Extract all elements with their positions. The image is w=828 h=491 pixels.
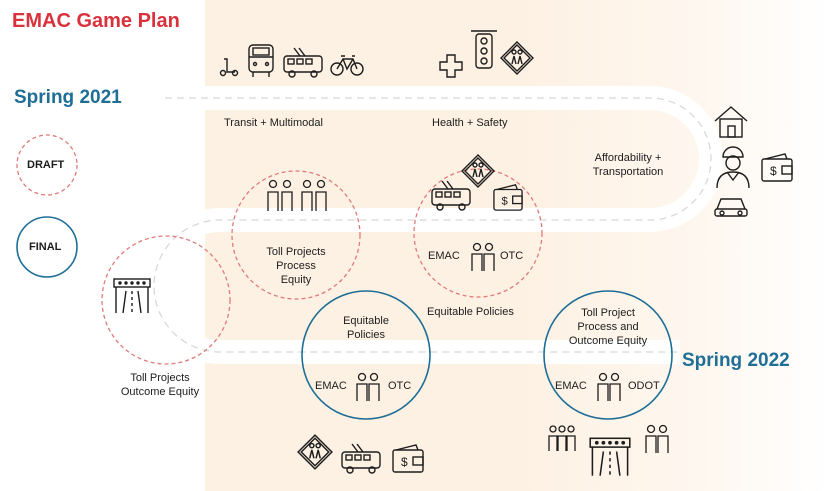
stop-odot-label: ODOT [628,380,660,392]
people-icon [353,372,383,402]
final-legend-circle [16,216,78,278]
toll-gate-icon [588,436,632,478]
medical-cross-icon [438,53,464,79]
stop-emac-label: EMAC [315,380,347,392]
trolleybus-icon [340,443,382,475]
svg-text:$: $ [501,196,508,208]
scooter-icon [218,56,240,78]
toll-gate-icon [112,277,152,315]
house-icon [713,105,749,139]
stop-emac-label: EMAC [428,250,460,262]
stop-otc-label: OTC [500,250,524,262]
stop-process-line3: Equity [280,274,312,286]
people-icon [642,424,672,454]
final-circle-toll [543,290,673,420]
people-group-icon [265,178,329,212]
pedestrian-sign-icon [296,433,334,471]
trolleybus-icon [430,180,472,212]
topic-health: Health + Safety [432,117,508,129]
people-group-icon [546,424,578,452]
spring-2021-label: Spring 2021 [14,87,122,108]
svg-text:$: $ [401,455,408,469]
trolleybus-icon [282,47,324,79]
wallet-icon: $ [492,182,524,212]
bus-icon [246,43,276,79]
topic-affordability-line2: Transportation [592,166,664,178]
topic-transit: Transit + Multimodal [224,117,323,129]
legend-draft-label: DRAFT [27,159,65,171]
stop-policies-final-line1: Equitable [343,315,389,327]
stop-otc-label: OTC [388,380,412,392]
draft-legend-circle [16,134,78,196]
legend-final-label: FINAL [29,241,62,253]
stop-outcome-line1: Toll Projects [130,372,190,384]
wallet-icon: $ [760,151,794,183]
topic-affordability-line1: Affordability + [594,152,662,164]
stop-process-line1: Toll Projects [266,246,326,258]
stop-final-toll-line2: Process and [577,321,639,333]
worker-icon [713,145,753,189]
traffic-light-icon [470,27,498,73]
page-title: EMAC Game Plan [12,10,180,32]
bicycle-icon [330,52,364,78]
stop-final-toll-line1: Toll Project [581,307,635,319]
car-icon [713,194,749,220]
draft-circle-process [231,170,361,300]
final-circle-policies [301,290,431,420]
draft-circle-outcome [101,235,231,365]
pedestrian-sign-icon [460,153,496,189]
svg-text:$: $ [770,164,777,178]
people-icon [468,242,498,272]
stop-outcome-line2: Outcome Equity [120,386,200,398]
pedestrian-sign-icon [499,40,535,76]
stop-process-line2: Process [276,260,316,272]
people-icon [594,372,624,402]
stop-emac-label: EMAC [555,380,587,392]
stop-policies-final-line2: Policies [347,329,385,341]
draft-circle-policies [413,168,543,298]
stop-policies-draft-label: Equitable Policies [427,306,514,318]
stop-final-toll-line3: Outcome Equity [568,335,648,347]
spring-2022-label: Spring 2022 [682,350,790,371]
wallet-icon: $ [391,442,425,474]
